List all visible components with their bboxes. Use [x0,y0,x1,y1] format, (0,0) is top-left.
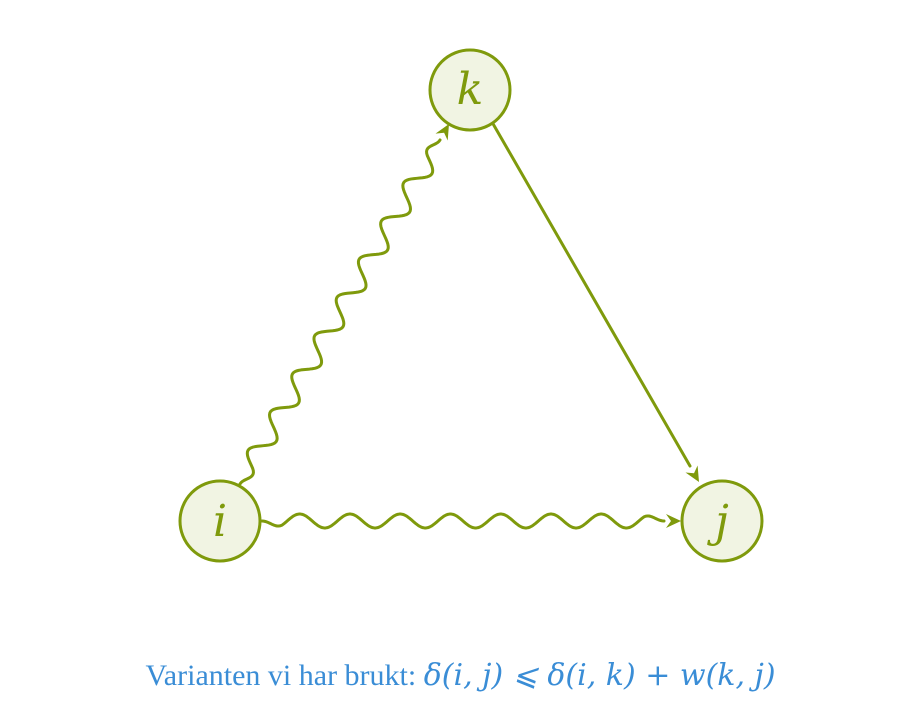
node-i: i [178,479,262,563]
node-i-circle [178,479,262,563]
node-k-label: k [457,64,484,115]
arrowhead-k-to-j [685,465,699,482]
caption-formula: δ(i, j) ⩽ δ(i, k) + w(k, j) [423,658,776,693]
edge-k-to-j-straight [490,120,692,468]
arrowhead-i-to-j [666,514,681,528]
edge-i-to-k-wavy [238,138,442,486]
edge-i-to-j-wavy [260,512,666,530]
node-k: k [428,48,512,132]
node-k-circle [428,48,512,132]
node-i-label: i [213,496,227,547]
node-j: j [680,479,764,563]
node-j-circle [680,479,764,563]
caption-text: Varianten vi har brukt: [145,659,424,692]
arrowhead-i-to-k [435,124,449,141]
caption: Varianten vi har brukt: δ(i, j) ⩽ δ(i, k… [0,658,921,693]
